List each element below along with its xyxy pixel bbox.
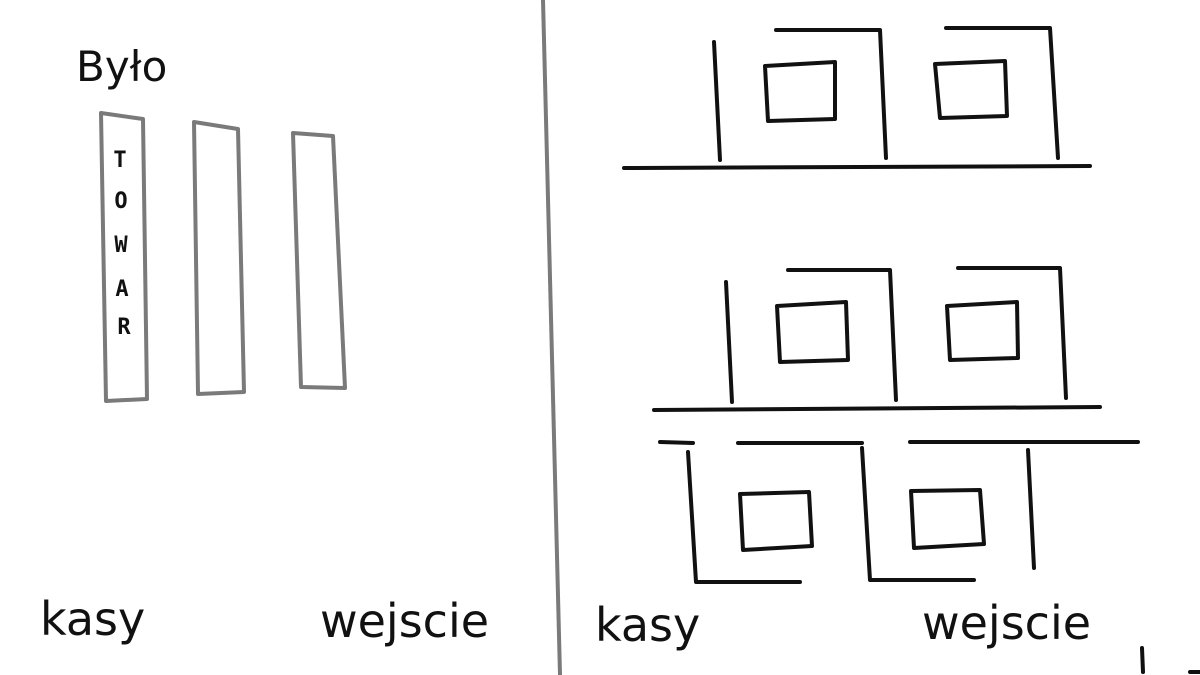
unit-wall (1026, 448, 1036, 570)
edge-mark (1140, 646, 1145, 674)
shelf-1 (99, 111, 149, 403)
display-box (945, 300, 1020, 362)
row-1-base-line (622, 164, 1092, 170)
unit-wall (712, 40, 722, 162)
after-layout (622, 26, 1200, 674)
display-row-2 (652, 266, 1102, 412)
shelf-3 (291, 131, 347, 390)
before-title: Było (76, 42, 168, 91)
checkout-label-left: kasy (40, 592, 146, 646)
before-layout (99, 111, 347, 403)
display-box (738, 490, 814, 552)
unit-wall (724, 280, 734, 404)
shelf-letter: T (113, 148, 126, 173)
display-box (933, 59, 1009, 120)
row-2-base-line (652, 405, 1102, 412)
display-box (763, 60, 837, 123)
shelf-letter: R (117, 315, 131, 340)
shelf-1-text: T O W A R (113, 148, 131, 340)
unit-wall (860, 446, 976, 582)
shelf-letter: O (114, 189, 127, 214)
display-row-1 (622, 26, 1092, 170)
entrance-label-left: wejscie (320, 594, 490, 648)
unit-wall (774, 28, 888, 160)
shelf-letter: W (114, 233, 128, 258)
display-row-3 (658, 440, 1140, 584)
entrance-label-right: wejscie (922, 596, 1092, 650)
unit-wall (786, 268, 898, 402)
shelf-letter: A (115, 277, 128, 302)
display-box (775, 300, 850, 364)
row-3-top-line (658, 440, 695, 445)
unit-wall (956, 266, 1068, 400)
display-box (909, 488, 986, 550)
panel-divider (541, 0, 562, 675)
shelf-2 (192, 120, 246, 396)
unit-wall (944, 26, 1060, 160)
unit-wall (686, 450, 802, 584)
checkout-label-right: kasy (595, 598, 701, 652)
